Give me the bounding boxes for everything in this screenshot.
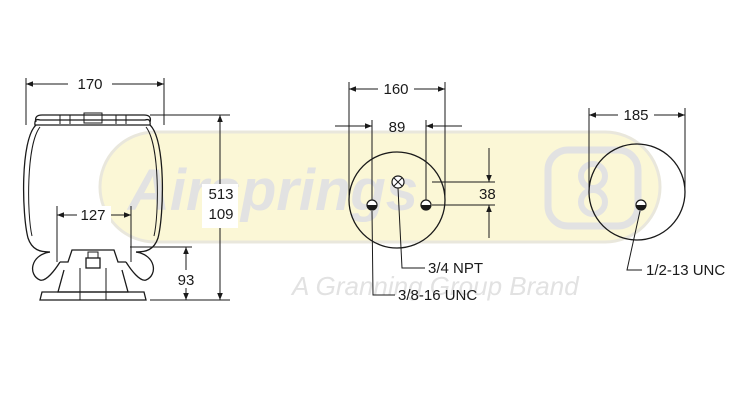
watermark-logo-icon	[544, 146, 642, 230]
callout-mounting-studs: 3/8-16 UNC	[398, 287, 477, 304]
dim-piston-width: 127	[80, 207, 105, 224]
bottom-plate-dimensions: 185 1/2-13 UNC	[588, 105, 725, 279]
dim-top-plate-outer: 160	[383, 81, 408, 98]
dim-height-513: 513	[208, 186, 233, 203]
dim-top-plate-offset: 38	[479, 186, 496, 203]
brand-watermark: Airsprings A Granning Group Brand	[98, 130, 662, 301]
watermark-tagline: A Granning Group Brand	[290, 271, 580, 301]
callout-air-port: 3/4 NPT	[428, 260, 483, 277]
dim-bottom-plate-diameter: 185	[623, 107, 648, 124]
watermark-banner	[98, 130, 662, 244]
side-view-dimensions: 170 513 109 127 93	[25, 74, 238, 301]
callout-center-stud: 1/2-13 UNC	[646, 262, 725, 279]
watermark-brand-text: Airsprings	[126, 158, 418, 223]
side-view	[22, 112, 164, 301]
top-plate-dimensions: 160 89 38 3/4 NPT 3/8-16 UNC	[335, 79, 496, 304]
dim-top-plate-inner: 89	[389, 119, 406, 136]
dim-piston-height: 93	[178, 272, 195, 289]
dim-height-109: 109	[208, 206, 233, 223]
dim-top-width: 170	[77, 76, 102, 93]
air-port-icon	[391, 175, 405, 189]
